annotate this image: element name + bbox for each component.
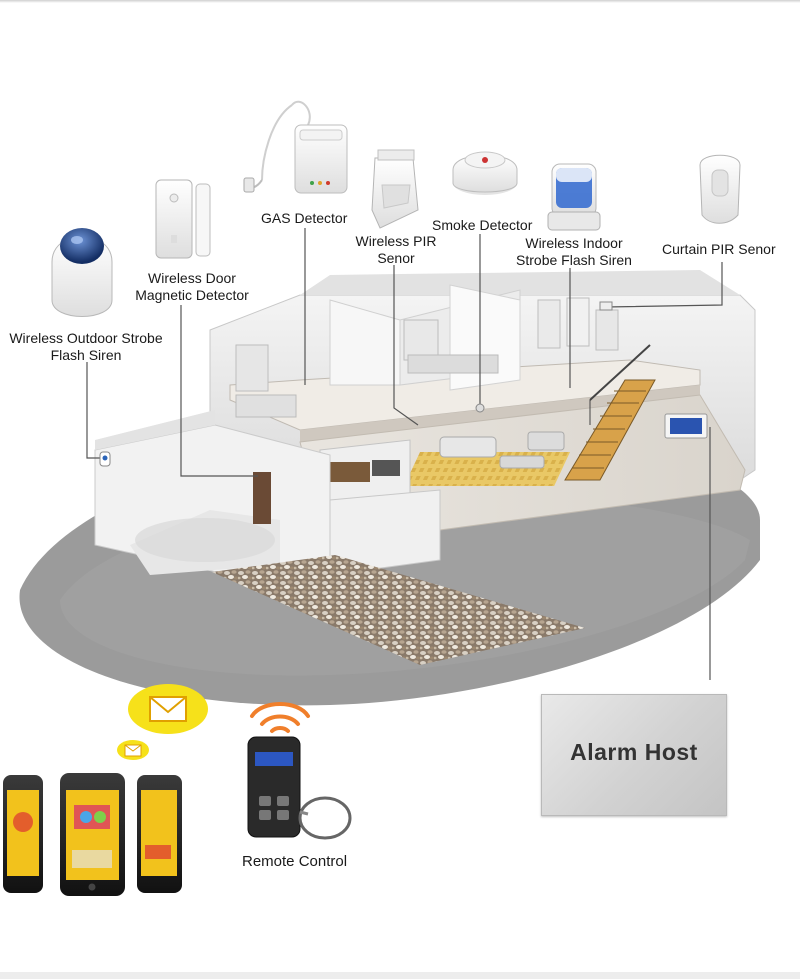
bottom-divider: [0, 972, 800, 979]
label-door-detector-line1: Wireless Door: [148, 270, 236, 286]
label-indoor-siren: Wireless Indoor Strobe Flash Siren: [509, 235, 639, 269]
outdoor-siren-device: [51, 228, 113, 317]
door-1: [253, 472, 271, 524]
curtain-pir-device: [699, 154, 741, 224]
label-door-detector-line2: Magnetic Detector: [135, 287, 249, 303]
remote-control-device: [247, 736, 352, 840]
alarm-host-label: Alarm Host: [570, 739, 698, 765]
small-envelope-icon: [117, 740, 149, 760]
phone-center: [60, 773, 125, 896]
top-divider: [0, 0, 800, 3]
label-indoor-siren-line2: Strobe Flash Siren: [516, 252, 632, 268]
label-outdoor-siren: Wireless Outdoor Strobe Flash Siren: [4, 330, 168, 364]
label-remote-control: Remote Control: [242, 853, 348, 870]
label-smoke-detector: Smoke Detector: [432, 217, 533, 233]
label-wireless-pir: Wireless PIR Senor: [350, 233, 442, 267]
pointer-lines: [86, 228, 723, 680]
label-door-detector: Wireless Door Magnetic Detector: [130, 270, 254, 304]
indoor-siren-device: [547, 163, 601, 231]
label-outdoor-siren-line2: Flash Siren: [50, 347, 122, 363]
label-indoor-siren-line1: Wireless Indoor: [525, 235, 623, 251]
gravel-path: [212, 555, 585, 665]
alarm-host-box: Alarm Host: [541, 694, 727, 816]
label-curtain-pir: Curtain PIR Senor: [662, 241, 776, 257]
staircase: [564, 344, 656, 481]
envelope-icon: [128, 684, 208, 734]
door-detector-device: [155, 179, 211, 259]
label-wireless-pir-line2: Senor: [377, 250, 415, 266]
gas-detector-device: [243, 100, 348, 194]
pir-sensor-device: [371, 149, 419, 229]
phone-left: [3, 775, 43, 893]
smoke-detector-device: [452, 151, 518, 195]
label-wireless-pir-line1: Wireless PIR: [355, 233, 437, 249]
phone-right: [137, 775, 182, 893]
wifi-signal-icon: [250, 702, 310, 733]
label-outdoor-siren-line1: Wireless Outdoor Strobe: [9, 330, 163, 346]
label-gas-detector: GAS Detector: [261, 210, 348, 226]
